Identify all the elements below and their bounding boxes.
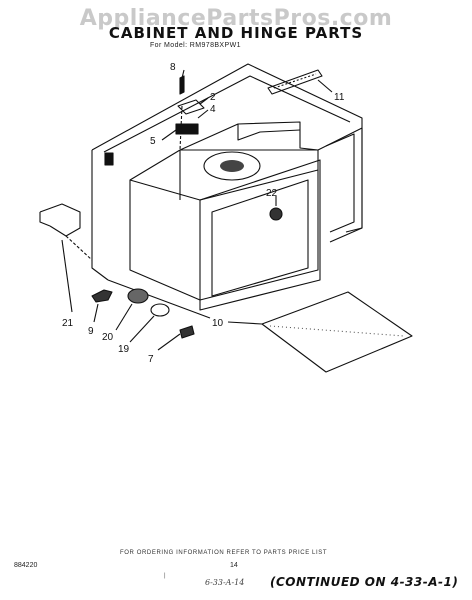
light-bulb [150,303,170,317]
bracket-21 [39,203,81,237]
cabinet-outer-panel [91,63,363,233]
cabinet-right-panel [317,127,363,243]
callout-11: 11 [334,92,345,103]
callout-9: 9 [88,326,94,337]
callout-19: 19 [118,344,130,355]
trim-strip [267,69,323,95]
footer-tick: | [164,573,166,579]
vent-slot [104,152,114,166]
continued-note: (CONTINUED ON 4-33-A-1) [270,575,459,589]
callout-2: 2 [210,92,216,103]
screw-8 [179,75,185,95]
front-frame [199,159,321,311]
diagram-title: CABINET AND HINGE PARTS [108,24,364,42]
callout-21: 21 [62,318,74,329]
callout-20: 20 [102,332,114,343]
connector-9 [91,289,113,303]
top-shroud [179,121,319,151]
callout-5: 5 [150,136,156,147]
lamp-socket [127,288,149,304]
hinge-plate [177,99,205,115]
model-number: For Model: RM978BXPW1 [150,42,241,49]
document-code: 884220 [14,562,38,569]
knob-22 [269,207,283,221]
ordering-instruction: FOR ORDERING INFORMATION REFER TO PARTS … [120,550,328,556]
callout-7: 7 [148,354,154,365]
hinge-bracket [175,123,199,135]
handwritten-note: 6-33-A-14 [205,578,245,587]
clip-7 [179,325,195,339]
page-number: 14 [230,562,238,569]
watermark: AppliancePartsPros.com [79,6,393,31]
callout-4: 4 [210,104,216,115]
callout-8: 8 [170,62,176,73]
glass-tray [261,291,413,373]
turntable-motor [203,151,261,181]
callout-labels: 8 2 4 5 11 22 21 9 20 19 7 10 [62,62,345,365]
callout-10: 10 [212,318,224,329]
oven-cavity [129,149,319,301]
callout-22: 22 [266,188,278,199]
